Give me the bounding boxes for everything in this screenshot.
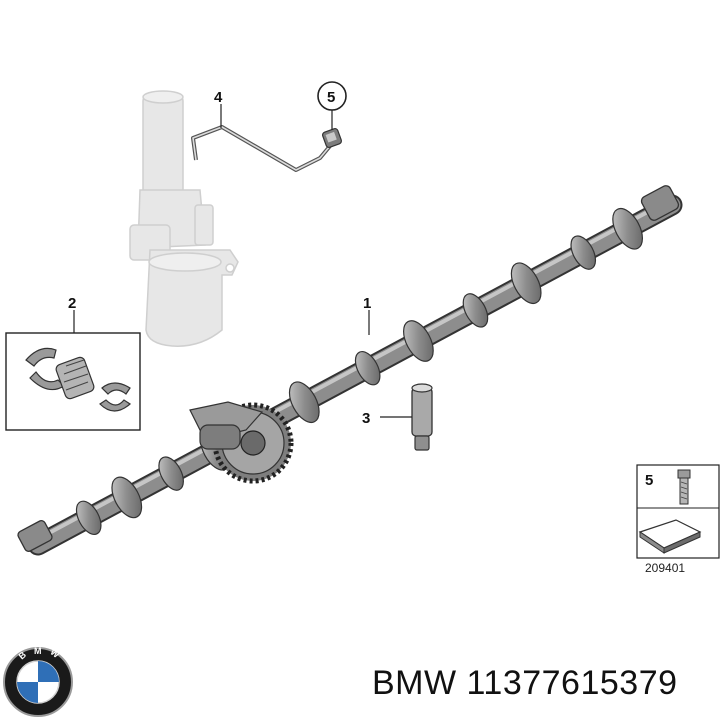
svg-text:M: M xyxy=(34,646,42,656)
cam-lobe xyxy=(612,207,644,250)
cam-lobe xyxy=(354,351,381,386)
bmw-roundel-icon: B M W xyxy=(3,646,73,717)
callout-5: 5 xyxy=(327,89,335,106)
callout-4: 4 xyxy=(214,89,223,106)
locating-pin xyxy=(411,383,433,451)
cam-lobe xyxy=(288,381,320,424)
cam-lobe xyxy=(111,476,143,519)
pipe-nut xyxy=(321,127,343,149)
callout-1: 1 xyxy=(363,295,371,312)
fuel-line-inner xyxy=(192,126,331,171)
cam-lobe xyxy=(75,500,102,535)
camshaft-end-front xyxy=(17,520,53,552)
camshaft xyxy=(27,194,683,556)
leader-lines xyxy=(73,104,412,418)
cam-lobe xyxy=(403,320,434,362)
diagram-reference-number: 209401 xyxy=(645,561,686,575)
drive-gear xyxy=(189,401,294,484)
camshaft-end-rear xyxy=(640,185,680,221)
brand-part-number: BMW 11377615379 xyxy=(372,664,678,702)
svg-text:B: B xyxy=(17,649,29,661)
callout-2: 2 xyxy=(68,295,76,312)
cam-lobe xyxy=(510,262,542,305)
callout-5-legend: 5 xyxy=(645,472,653,489)
pump-ghost-illustration xyxy=(129,90,239,347)
callout-5-circle xyxy=(317,81,347,111)
cam-lobe xyxy=(570,235,597,270)
bearing-set-box xyxy=(5,332,141,431)
fastener-legend-box xyxy=(636,464,720,559)
cam-lobe xyxy=(462,293,489,328)
cam-lobe xyxy=(158,456,184,491)
callout-3: 3 xyxy=(362,410,370,427)
